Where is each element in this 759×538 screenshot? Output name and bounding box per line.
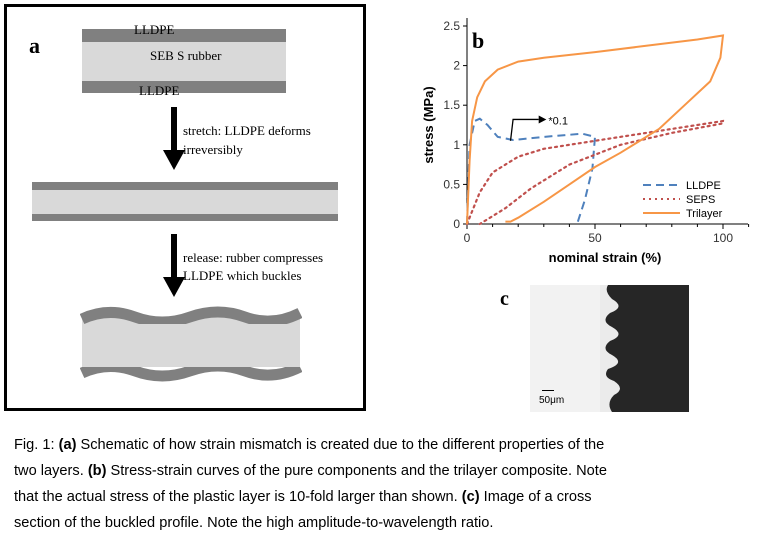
stretch-text-2: irreversibly — [183, 142, 243, 157]
caption-text: Stress-strain curves of the pure compone… — [106, 463, 607, 479]
panel-a-label: a — [29, 33, 40, 58]
figure-caption: Fig. 1: (a) Schematic of how strain mism… — [14, 432, 754, 536]
cross-section-micrograph: 50μm — [530, 285, 689, 412]
caption-text: Image of a cross — [479, 489, 592, 505]
stretched-bottom-layer — [32, 214, 338, 221]
release-text-1: release: rubber compresses — [183, 250, 324, 265]
bottom-layer-label: LLDPE — [139, 83, 180, 98]
series-line-trilayer — [466, 34, 725, 225]
series-line-seps — [465, 119, 725, 226]
caption-line: that the actual stress of the plastic la… — [14, 484, 754, 510]
y-tick-label: 2.5 — [443, 19, 460, 33]
down-arrow-icon — [171, 107, 177, 152]
caption-panel-ref: (a) — [58, 437, 77, 453]
x-tick-label: 100 — [713, 231, 733, 245]
caption-text: two layers. — [14, 463, 88, 479]
caption-text: Fig. 1: — [14, 437, 59, 453]
legend-label-lldpe: LLDPE — [686, 180, 721, 192]
caption-panel-ref: (b) — [87, 463, 107, 479]
series-line-lldpe — [466, 117, 597, 225]
buckled-trilayer — [80, 306, 302, 382]
annotation-label: *0.1 — [548, 115, 568, 127]
panel-a-schematic — [4, 4, 366, 411]
scale-bar — [542, 390, 554, 391]
arrowhead-icon — [163, 277, 185, 297]
middle-layer-label: SEB S rubber — [150, 48, 222, 63]
y-tick-label: 0.5 — [443, 177, 460, 191]
x-axis-title: nominal strain (%) — [549, 250, 662, 265]
x-tick-label: 50 — [588, 231, 602, 245]
y-axis-title: stress (MPa) — [421, 86, 436, 163]
stretched-rubber-layer — [32, 190, 338, 214]
panel-c-label: c — [500, 288, 509, 310]
y-tick-label: 1 — [453, 138, 460, 152]
y-tick-label: 0 — [453, 217, 460, 231]
y-tick-label: 1.5 — [443, 98, 460, 112]
panel-b-label: b — [472, 28, 485, 53]
caption-line: Fig. 1: (a) Schematic of how strain mism… — [14, 432, 754, 458]
caption-panel-ref: (c) — [461, 489, 480, 505]
top-layer-label: LLDPE — [134, 22, 175, 37]
arrowhead-icon — [163, 150, 185, 170]
x-tick-label: 0 — [464, 231, 471, 245]
y-tick-label: 2 — [453, 59, 460, 73]
legend-label-trilayer: Trilayer — [686, 208, 723, 220]
stress-strain-chart: 0 50 100 0 0.5 1 1.5 2 2.5 nominal strain (%) stre… — [421, 18, 750, 265]
caption-text: that the actual stress of the plastic la… — [14, 489, 462, 505]
down-arrow-icon — [171, 234, 177, 279]
release-text-2: LLDPE which buckles — [183, 268, 302, 283]
caption-text: section of the buckled profile. Note the… — [14, 515, 494, 531]
caption-line: section of the buckled profile. Note the… — [14, 510, 754, 536]
caption-line: two layers. (b) Stress-strain curves of … — [14, 458, 754, 484]
legend-label-seps: SEPS — [686, 194, 715, 206]
stretch-text-1: stretch: LLDPE deforms — [183, 123, 311, 138]
bottom-lldpe-layer — [82, 81, 286, 93]
stretched-top-layer — [32, 182, 338, 190]
top-lldpe-layer — [82, 29, 286, 42]
annotation-arrowhead-icon — [538, 115, 547, 124]
sebs-rubber-layer — [82, 42, 286, 81]
annotation-arrow — [509, 118, 539, 141]
caption-text: Schematic of how strain mismatch is crea… — [76, 437, 605, 453]
scale-bar-label: 50μm — [539, 395, 565, 406]
